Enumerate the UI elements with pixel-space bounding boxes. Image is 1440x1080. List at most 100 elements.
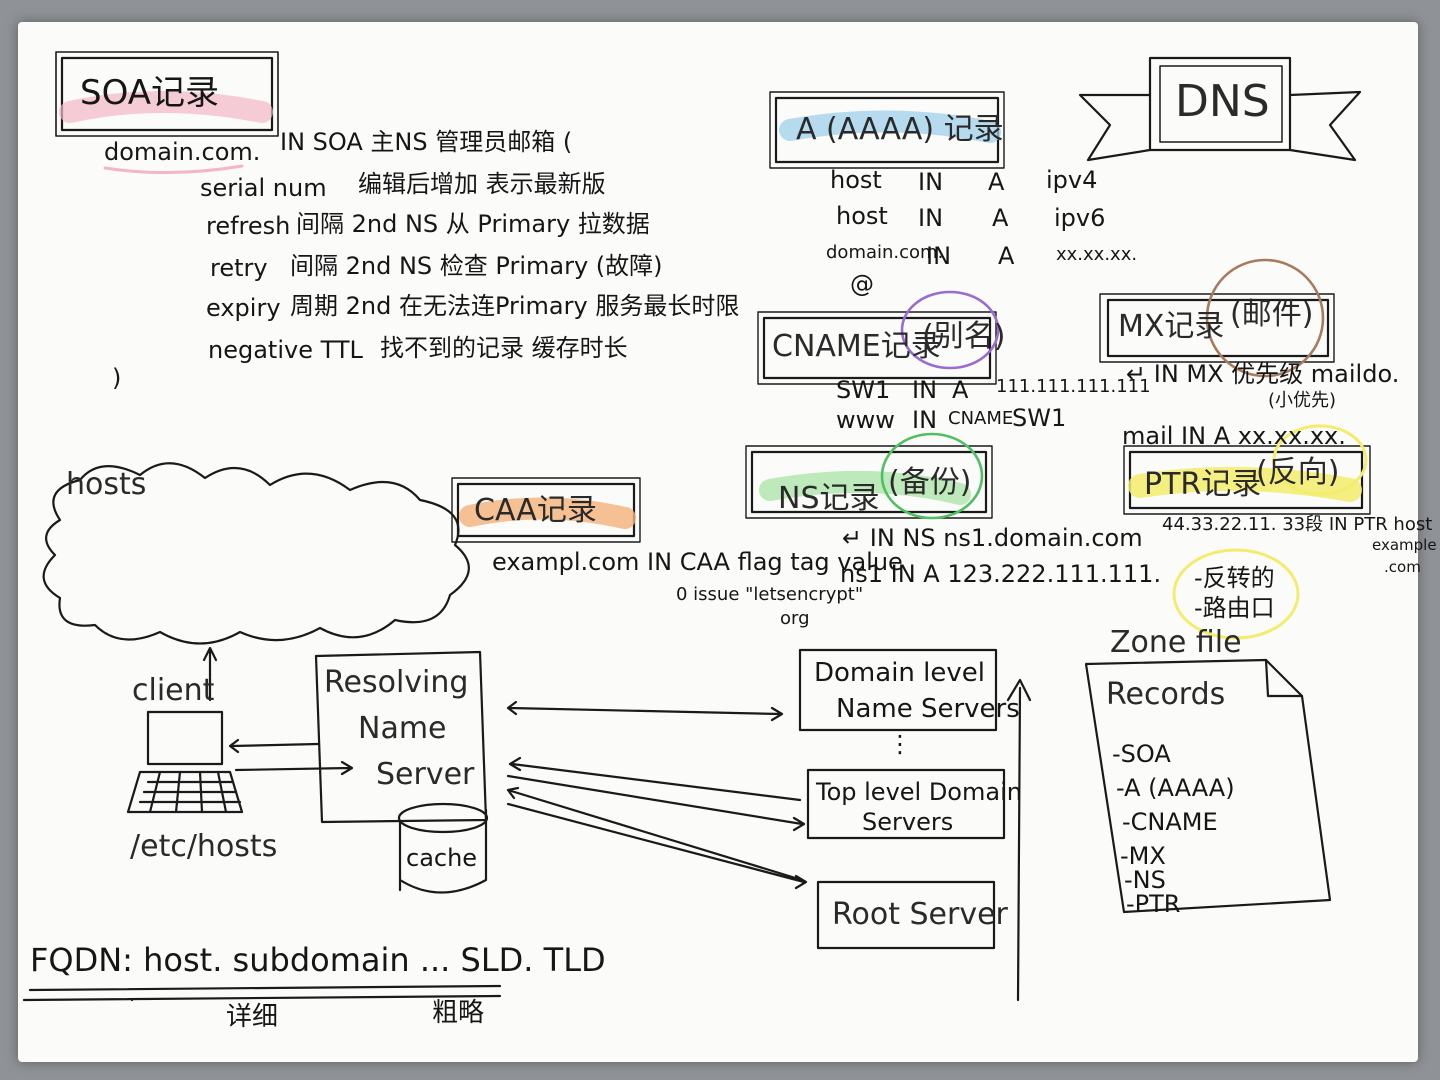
ns-row1: ↵ IN NS ns1.domain.com — [842, 524, 1143, 552]
a-row-type: A — [998, 242, 1015, 270]
cname-row-in: IN — [912, 406, 938, 434]
ns-box — [745, 432, 993, 520]
domain-underline — [103, 164, 244, 175]
resolver-line: Resolving — [324, 665, 469, 700]
a-row-host: host — [836, 202, 888, 230]
cname-box — [757, 290, 1000, 385]
soa-field-desc: 找不到的记录 缓存时长 — [380, 334, 628, 362]
cname-row-type: CNAME — [948, 408, 1014, 429]
laptop-icon — [126, 646, 244, 814]
ptr-note: -路由口 — [1194, 594, 1275, 622]
ptr-heading: PTR记录 — [1144, 467, 1262, 502]
ptr-row-tail: .com — [1384, 558, 1421, 576]
cname-row-name: SW1 — [836, 376, 891, 404]
a-row-host: domain.com. — [826, 242, 944, 263]
zone-file-doc — [1084, 658, 1332, 914]
zone-record-item: -SOA — [1112, 740, 1171, 768]
soa-field-desc: 间隔 2nd NS 从 Primary 拉数据 — [296, 210, 650, 238]
zone-record-item: -A (AAAA) — [1116, 774, 1235, 802]
ptr-tag: (反向) — [1256, 455, 1340, 490]
root-box — [816, 880, 996, 950]
soa-field-name: negative TTL — [208, 336, 363, 364]
ptr-row-tail: example — [1372, 536, 1437, 554]
resolver-line: Name — [358, 711, 447, 746]
cname-row-value: SW1 — [1012, 404, 1067, 432]
mx-tag: (邮件) — [1230, 297, 1314, 332]
fqdn-left-note: 详细 — [226, 1002, 279, 1032]
zone-records-heading: Records — [1106, 677, 1226, 712]
soa-field-desc: 周期 2nd 在无法连Primary 服务最长时限 — [290, 292, 740, 320]
zone-record-item: -PTR — [1126, 890, 1181, 918]
soa-field-name: refresh — [206, 212, 291, 240]
ptr-box — [1123, 424, 1371, 640]
ptr-note: -反转的 — [1194, 564, 1275, 592]
cname-row-in: IN — [912, 376, 938, 404]
mx-row1: ↵ IN MX 优先级 maildo. — [1126, 360, 1400, 388]
a-row-in: IN — [918, 168, 944, 196]
domain-level-line: Domain level — [814, 658, 985, 688]
a-row-type: A — [992, 204, 1009, 232]
soa-close: ) — [112, 364, 122, 392]
cname-row-type: A — [952, 376, 969, 404]
caa-line1: exampl.com IN CAA flag tag value — [492, 548, 903, 576]
a-row-value: xx.xx.xx. — [1056, 244, 1138, 265]
fqdn-underline — [22, 984, 502, 1002]
soa-field-name: expiry — [206, 294, 281, 322]
fqdn-text: FQDN: host. subdomain ... SLD. TLD — [30, 941, 606, 979]
a-row-in: IN — [926, 242, 952, 270]
ns-tag: (备份) — [888, 465, 972, 500]
soa-heading: SOA记录 — [80, 73, 220, 113]
soa-header-rest: IN SOA 主NS 管理员邮箱 ( — [280, 128, 573, 156]
a-record-box — [769, 91, 1005, 169]
mx-box — [1099, 258, 1335, 378]
caa-box — [451, 477, 641, 543]
tld-line: Top level Domain — [816, 778, 1022, 806]
a-at-sign: @ — [850, 270, 874, 298]
soa-field-desc: 编辑后增加 表示最新版 — [358, 170, 606, 198]
servers-dots: ⋮ — [888, 730, 912, 758]
root-server-label: Root Server — [832, 897, 1008, 932]
caa-heading: CAA记录 — [474, 493, 597, 528]
hosts-label: hosts — [66, 467, 147, 502]
mx-row2: mail IN A xx.xx.xx. — [1122, 422, 1346, 450]
cname-row-value: 111.111.111.111 — [996, 376, 1151, 397]
dns-banner — [1078, 56, 1362, 162]
soa-field-name: serial num — [200, 174, 327, 202]
cname-heading: CNAME记录 — [772, 329, 941, 364]
etc-hosts-label: /etc/hosts — [130, 829, 278, 864]
ns-heading: NS记录 — [778, 481, 880, 516]
cache-label: cache — [406, 844, 478, 872]
cname-row-name: www — [836, 406, 895, 434]
a-row-type: A — [988, 168, 1005, 196]
hosts-cloud — [42, 462, 470, 645]
domain-level-line: Name Servers — [836, 694, 1020, 724]
ptr-row: 44.33.22.11. 33段 IN PTR host — [1162, 514, 1433, 535]
soa-field-name: retry — [210, 254, 268, 282]
fqdn-right-note: 粗略 — [432, 998, 485, 1028]
cname-tag: (别名) — [922, 319, 1006, 354]
zone-record-item: -CNAME — [1122, 808, 1218, 836]
zone-file-label: Zone file — [1110, 625, 1242, 660]
zone-record-item: -NS — [1124, 866, 1166, 894]
soa-domain: domain.com. — [104, 138, 261, 166]
mx-heading: MX记录 — [1118, 309, 1225, 344]
a-row-value: ipv6 — [1054, 204, 1106, 232]
dns-title: DNS — [1175, 76, 1270, 127]
a-row-host: host — [830, 166, 882, 194]
resolver-line: Server — [376, 757, 475, 792]
resolving-server-box — [314, 650, 489, 894]
ns-row2: ns1 IN A 123.222.111.111. — [840, 560, 1162, 588]
soa-heading-box — [55, 51, 279, 137]
tld-box — [806, 768, 1006, 840]
paper-sheet — [18, 22, 1418, 1062]
tld-line: Servers — [862, 808, 954, 836]
zone-record-item: -MX — [1120, 842, 1166, 870]
caa-line2: 0 issue "letsencrypt" — [676, 584, 864, 605]
caa-line3: org — [780, 608, 810, 629]
a-row-value: ipv4 — [1046, 166, 1098, 194]
a-row-in: IN — [918, 204, 944, 232]
a-record-heading: A (AAAA) 记录 — [796, 112, 1004, 147]
soa-field-desc: 间隔 2nd NS 检查 Primary (故障) — [290, 252, 663, 280]
client-label: client — [132, 673, 215, 708]
